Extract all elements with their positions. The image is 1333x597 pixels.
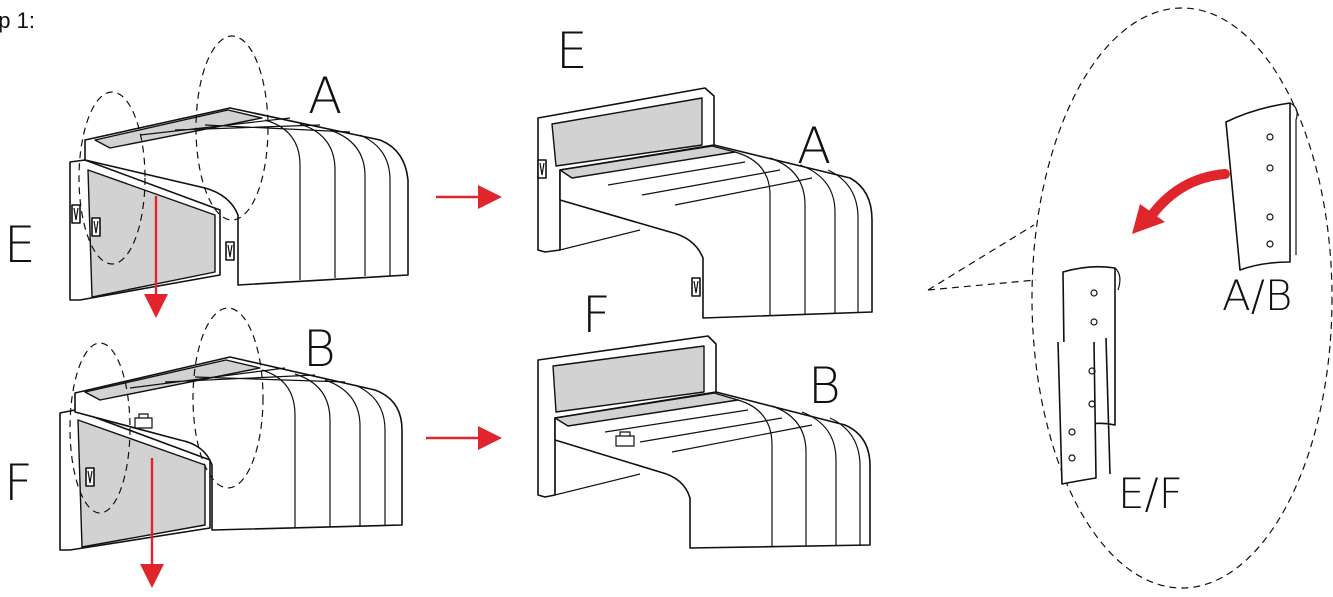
bracket-clip-icon: [691, 277, 701, 297]
bracket-clip-icon: [225, 241, 235, 261]
label-b-assembled: B: [808, 357, 841, 415]
bracket-clip-icon: [71, 204, 81, 224]
slot-hook-icon: [615, 431, 635, 447]
callout-ellipse: [1031, 7, 1333, 589]
bracket-clip-icon: [85, 467, 95, 487]
label-e: E: [4, 216, 36, 274]
detail-callout: A/B E/F: [927, 7, 1333, 589]
unit-a-e-assembled: E A: [537, 22, 873, 319]
unit-b-f-separate: B F: [4, 307, 403, 588]
label-f-assembled: F: [582, 286, 611, 344]
label-a-assembled: A: [797, 117, 831, 175]
label-e-f: E/F: [1118, 469, 1183, 518]
curved-red-arrow-head: [1132, 204, 1165, 234]
slot-hook-icon: [134, 413, 153, 429]
detail-ellipse: [195, 35, 269, 221]
unit-b-f-assembled: F B: [537, 286, 871, 549]
callout-pointer: [927, 224, 1037, 291]
bracket-clip-icon: [537, 159, 547, 179]
detail-ellipse: [69, 342, 131, 514]
unit-a-e-separate: A E: [4, 35, 409, 318]
step-heading: ep 1:: [0, 8, 35, 33]
label-e-assembled: E: [556, 22, 588, 80]
detail-ellipse: [192, 307, 264, 489]
channel-e-f-inner: [1057, 337, 1111, 485]
curved-red-arrow-icon: [1147, 169, 1230, 220]
bracket-clip-icon: [91, 217, 101, 237]
label-b: B: [303, 320, 336, 378]
label-f: F: [4, 454, 33, 512]
label-a: A: [308, 67, 342, 125]
label-a-b: A/B: [1222, 271, 1292, 320]
detail-ellipse: [78, 91, 146, 265]
channel-a-b: [1225, 102, 1291, 271]
